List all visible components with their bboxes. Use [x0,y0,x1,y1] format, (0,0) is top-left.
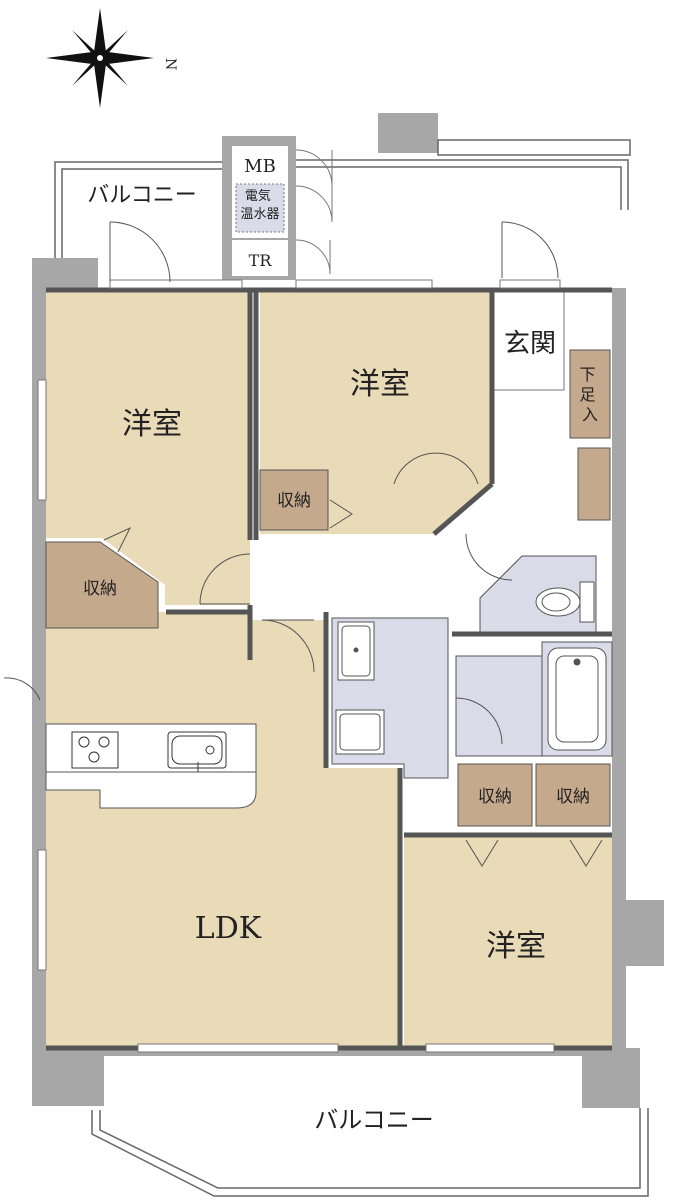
bathtub-icon [547,647,607,751]
south-bedroom-floor [404,835,612,1048]
west-closet-floor [45,541,159,629]
shoe-cabinet-label: 下 足 入 [579,365,600,424]
washing-machine-pan-icon [335,709,385,755]
entrance-floor [493,289,565,391]
shoe-cabinet-floor [569,349,611,439]
south-closet-2-label: 収納 [556,787,590,807]
gas-stove-icon [71,731,119,769]
north-balcony-label: バルコニー [87,183,197,208]
compass-north-label: N [162,58,178,70]
shoe-cabinet-char-2: 足 [579,385,595,404]
water-heater-label: 電気 温水器 [240,188,279,222]
north-closet-label: 収納 [277,491,311,511]
south-closet-2-floor [535,763,611,827]
water-heater-label-line2: 温水器 [240,207,279,222]
windows [37,279,561,1053]
entrance-label: 玄関 [504,329,556,359]
west-bedroom-label: 洋室 [122,407,182,442]
bath-anteroom-floor [455,655,543,757]
ldk-floor [46,612,400,1048]
utility-closet [222,136,296,280]
south-closet-1-label: 収納 [478,787,512,807]
west-bedroom-floor [46,290,250,605]
kitchen-sink-icon [167,731,227,772]
washbasin-icon [337,621,375,681]
north-closet-floor [259,469,329,531]
south-balcony-label: バルコニー [314,1106,434,1134]
west-closet-label: 収納 [83,579,117,599]
shoe-cabinet-lower [577,447,611,521]
north-balcony-pillar-2 [437,139,631,156]
north-balcony-pillar [378,113,438,153]
north-bedroom-label: 洋室 [350,367,410,402]
toilet-icon [535,581,595,623]
compass-rose-icon [46,8,154,108]
water-heater-label-line1: 電気 [245,188,271,204]
south-closet-1-floor [457,763,533,827]
trunk-room-label: TR [249,251,273,270]
south-balcony [91,1108,649,1197]
doors [3,221,603,867]
shoe-cabinet-char-1: 下 [579,365,595,384]
shoe-cabinet-char-3: 入 [582,405,598,424]
south-bedroom-label: 洋室 [486,929,546,964]
ldk-label: LDK [195,911,262,946]
meter-box-label: MB [244,156,276,177]
utility-doors [295,149,333,275]
north-balcony [54,159,629,258]
